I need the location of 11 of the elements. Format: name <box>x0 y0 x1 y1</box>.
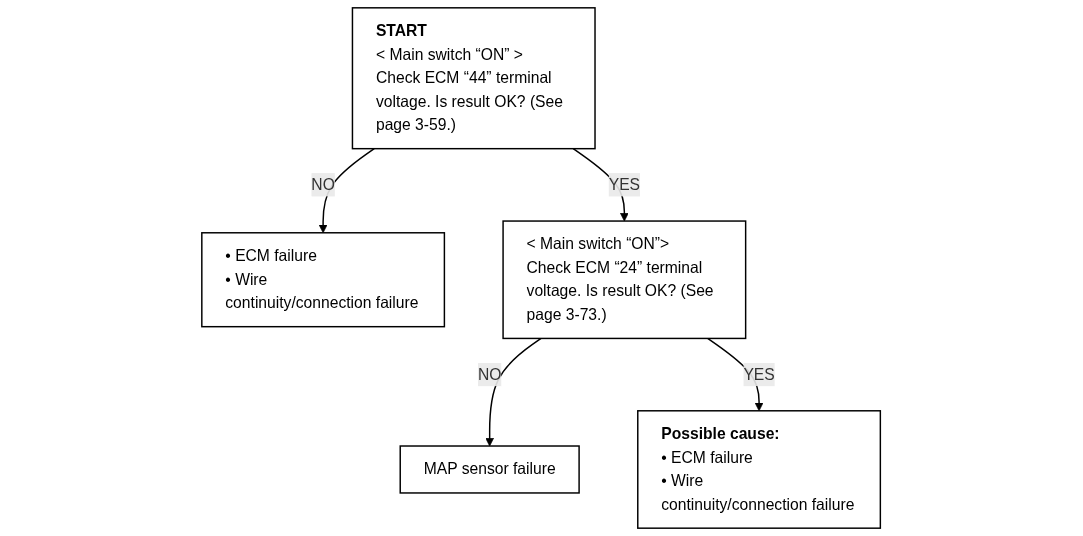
node-box: START < Main switch “ON” > Check ECM “44” terminal voltage. Is result OK? (See page 3-59.) <box>352 7 597 150</box>
edge-label: NO <box>478 365 502 383</box>
node-box: < Main switch “ON”> Check ECM “24” terminal voltage. Is result OK? (See page 3-73.) <box>502 220 747 340</box>
node-box: MAP sensor failure <box>399 445 581 494</box>
node-box: • ECM failure • Wire continuity/connection failure <box>201 232 446 328</box>
arrow <box>319 147 376 234</box>
node-box: Possible cause: • ECM failure • Wire continuity/connection failure <box>637 410 882 529</box>
edge-label: YES <box>743 365 776 383</box>
edge-label: NO <box>311 176 336 193</box>
edge-label: YES <box>609 176 641 193</box>
arrow <box>485 337 543 447</box>
